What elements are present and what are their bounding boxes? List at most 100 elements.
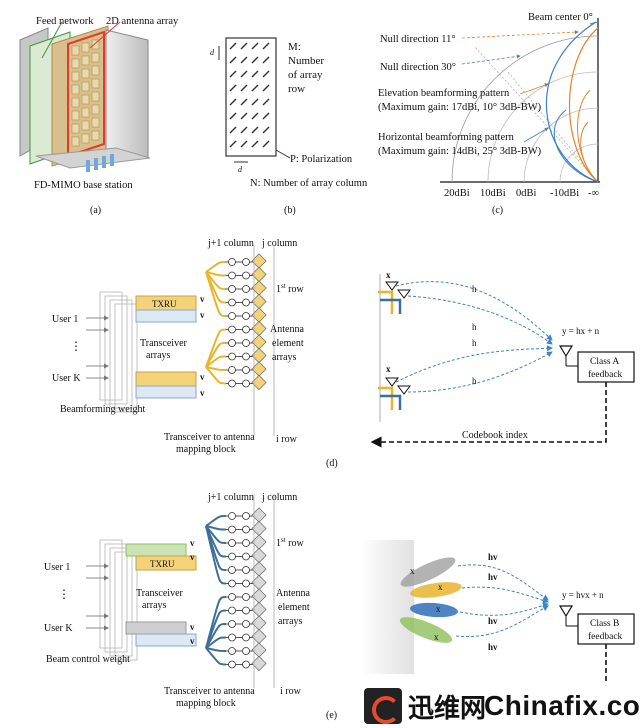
polarization-element (262, 140, 270, 148)
antenna-element (251, 574, 267, 591)
phase-shifter (228, 271, 236, 280)
tick-20dbi: 20dBi (444, 188, 470, 199)
transceiver-label: Transceiver (140, 338, 188, 349)
beam-control-weight-blocks (99, 539, 138, 661)
combiner (242, 647, 250, 655)
beam-x2-yellow (410, 582, 462, 598)
beam-center-label: Beam center 0° (528, 12, 593, 23)
polarization-element (240, 112, 248, 120)
first-row-label: 1st row (276, 282, 305, 295)
beamforming-weight-blocks (99, 291, 138, 413)
phase-shifter (228, 566, 236, 574)
v-label-1: v (200, 294, 205, 304)
v3-label: v (190, 636, 195, 646)
mapping-network-e (205, 507, 267, 672)
antenna-element (71, 58, 80, 69)
combiner (242, 366, 250, 374)
antenna-element (251, 361, 267, 377)
antenna-element (81, 107, 90, 118)
mapping-label-1-e: Transceiver to antenna (164, 686, 255, 697)
x1-label: x (386, 270, 391, 280)
antenna-element (251, 628, 267, 645)
first-row-label-e: 1st row (276, 536, 305, 549)
horiz-arrow (523, 127, 549, 143)
phase-shifter (228, 660, 236, 669)
dh-label: d (238, 165, 243, 174)
phase-shifter (228, 512, 236, 520)
antenna-x2-yellow (378, 386, 394, 410)
polarization-element (240, 84, 248, 92)
j1-column-label: j+1 column (207, 238, 254, 249)
antenna-element (71, 97, 80, 108)
antenna-icon-2 (397, 289, 411, 299)
polarization-element (262, 98, 270, 106)
v1-label: v (190, 622, 195, 632)
polarization-element (251, 56, 259, 64)
watermark (360, 684, 640, 728)
polarization-element (251, 42, 259, 50)
mapping-network (205, 253, 267, 391)
antenna-element (81, 120, 90, 131)
v4-label: v (190, 538, 195, 548)
antenna-element (251, 601, 267, 618)
combiner (242, 298, 250, 307)
base-plate (35, 147, 151, 169)
mapping-label-1: Transceiver to antenna (164, 432, 255, 443)
phase-shifter (228, 325, 236, 334)
dv-label: d (210, 48, 215, 57)
mapping-wire (205, 342, 227, 368)
polar-ring (523, 107, 599, 183)
watermark-cn: 迅维网 (408, 694, 487, 724)
h1-label: h (472, 284, 477, 294)
txru-label-top: TXRU (152, 299, 177, 309)
blurred-array (360, 540, 414, 674)
mapping-wire (205, 271, 227, 277)
polarization-element (262, 56, 270, 64)
antenna-element (91, 78, 100, 89)
combiner (242, 660, 250, 669)
panel-b: d d M: Number of array row P: Polarizati… (210, 37, 368, 216)
phase-shifter (228, 525, 236, 534)
polarization-elements (229, 42, 270, 148)
weight-block (104, 295, 128, 405)
connector-pins (86, 154, 114, 172)
antenna-element (251, 561, 267, 577)
null-11-arrow (461, 30, 579, 39)
i-row-label-e: i row (280, 686, 302, 697)
antenna-x1-blue (380, 298, 402, 314)
polarization-element (262, 112, 270, 120)
base-station-label: FD-MIMO base station (34, 180, 133, 191)
mapping-wire (205, 271, 227, 317)
mapping-wire (205, 366, 227, 371)
polarization-element (262, 84, 270, 92)
weight-block (114, 551, 138, 661)
phase-shifter (228, 312, 236, 320)
polarization-label: P: Polarization (290, 154, 353, 165)
polarization-element (229, 112, 237, 120)
polarization-element (251, 140, 259, 148)
m-label-4: row (288, 83, 305, 95)
phase-shifter (228, 258, 236, 266)
phase-shifter (228, 552, 236, 561)
hv2-label: hv (488, 572, 498, 582)
weight-block (109, 547, 133, 657)
txru-block-top-lower (135, 309, 197, 323)
phase-shifter (228, 647, 236, 655)
m-label-1: M: (288, 41, 301, 53)
combiner (242, 271, 250, 280)
class-b-feedback-box (577, 613, 635, 645)
panel-e-tag: (e) (326, 710, 337, 721)
mapping-wire (205, 366, 227, 385)
x3-label-e: x (436, 604, 441, 614)
mapping-wire (205, 647, 227, 652)
phase-shifter (228, 620, 236, 628)
beam-center-leader (589, 21, 599, 25)
polarization-element (229, 70, 237, 78)
antenna-element (251, 588, 267, 604)
polarization-element (240, 70, 248, 78)
h4-label: h (472, 376, 477, 386)
combiner (242, 566, 250, 574)
tick-minus-infinity: -∞ (588, 188, 599, 199)
user-1-label-e: User 1 (44, 562, 70, 573)
receive-equation-e: y = hvx + n (562, 590, 604, 600)
